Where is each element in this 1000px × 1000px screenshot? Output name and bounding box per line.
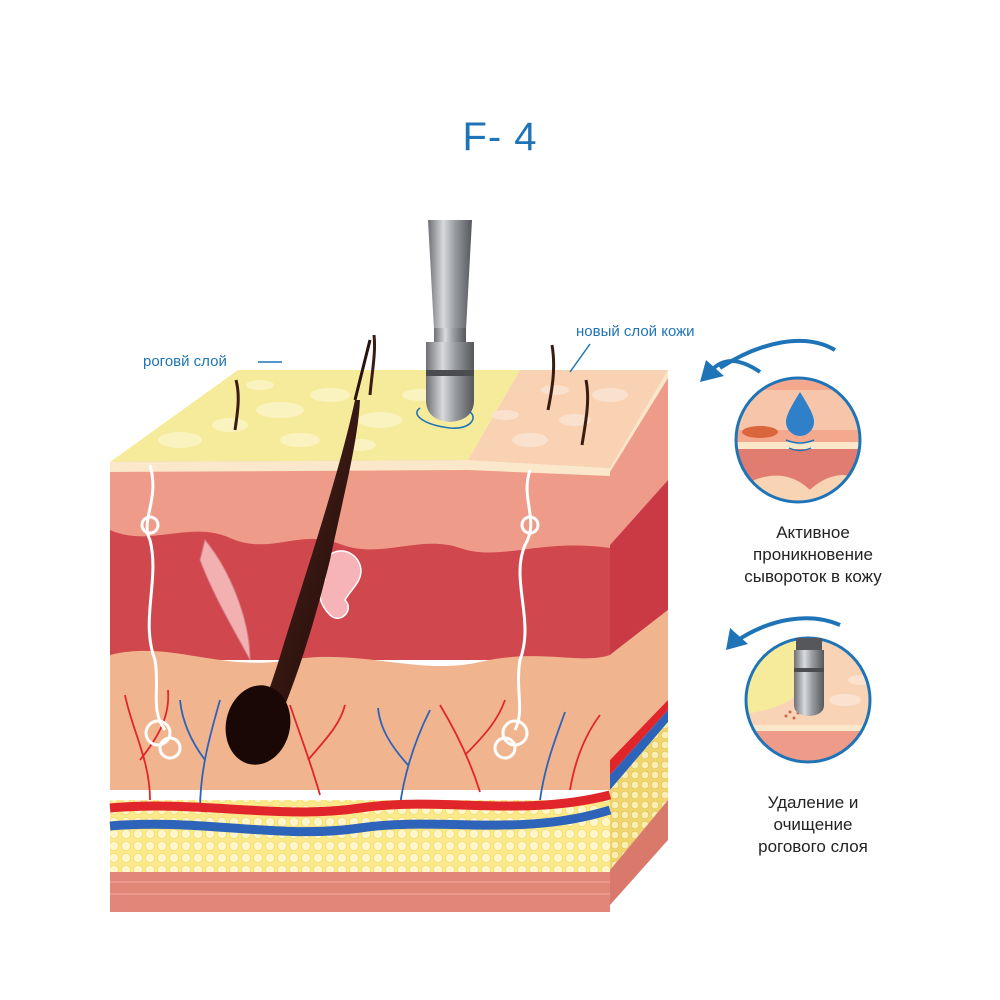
caption-removal: Удаление и очищение рогового слоя	[703, 792, 923, 858]
curved-arrow-icon	[726, 628, 748, 650]
curved-arrow-icon	[733, 616, 841, 644]
serum-drop-icon	[785, 392, 815, 452]
caption-line: рогового слоя	[758, 837, 868, 856]
detail-circle-penetration	[734, 376, 862, 504]
label-stratum-corneum: роговй слой	[143, 353, 227, 370]
probe-icon	[794, 638, 824, 716]
block-side-face	[610, 370, 668, 905]
surface-hairs	[233, 334, 590, 446]
diagram-title: F- 4	[462, 115, 538, 159]
caption-line: Удаление и	[767, 793, 859, 812]
leader-line-new-layer	[569, 343, 591, 373]
curved-arrow-icon	[718, 338, 837, 370]
caption-line: очищение	[773, 815, 853, 834]
curved-arrow-icon	[700, 360, 724, 382]
hair-icon	[225, 339, 372, 765]
block-top-face	[110, 370, 668, 468]
detail-circle-removal	[744, 636, 872, 764]
caption-line: Активное	[776, 523, 850, 542]
block-front-face	[109, 460, 612, 912]
caption-active-penetration: Активное проникновение сывороток в кожу	[703, 522, 923, 588]
caption-line: проникновение	[753, 545, 873, 564]
probe-icon	[416, 220, 474, 429]
caption-line: сывороток в кожу	[744, 567, 882, 586]
label-new-skin-layer: новый слой кожи	[576, 323, 695, 340]
